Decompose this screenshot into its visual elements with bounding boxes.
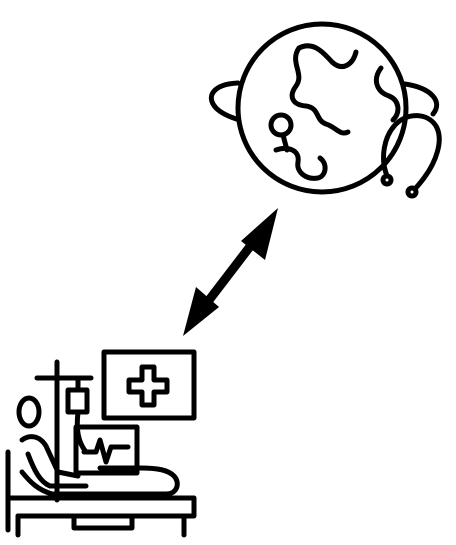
bed-drawer [74, 516, 132, 528]
iv-drip-bag [68, 390, 87, 412]
wall-monitor [104, 352, 194, 418]
patient-head [19, 398, 39, 426]
iv-tube [77, 412, 86, 452]
arrow-shaft [203, 240, 255, 308]
stethoscope-chestpiece [271, 115, 291, 135]
stethoscope-earpiece-left [383, 176, 391, 184]
globe-stethoscope-icon [211, 24, 439, 196]
orbit-ring-right [405, 84, 437, 114]
hospital-bed-patient-monitor-icon [8, 352, 194, 535]
double-headed-arrow [183, 208, 278, 336]
stethoscope-earpiece-right [408, 188, 416, 196]
heartbeat-line-icon [84, 440, 128, 462]
bed-mattress [18, 498, 194, 516]
medical-cross-icon [129, 367, 167, 405]
